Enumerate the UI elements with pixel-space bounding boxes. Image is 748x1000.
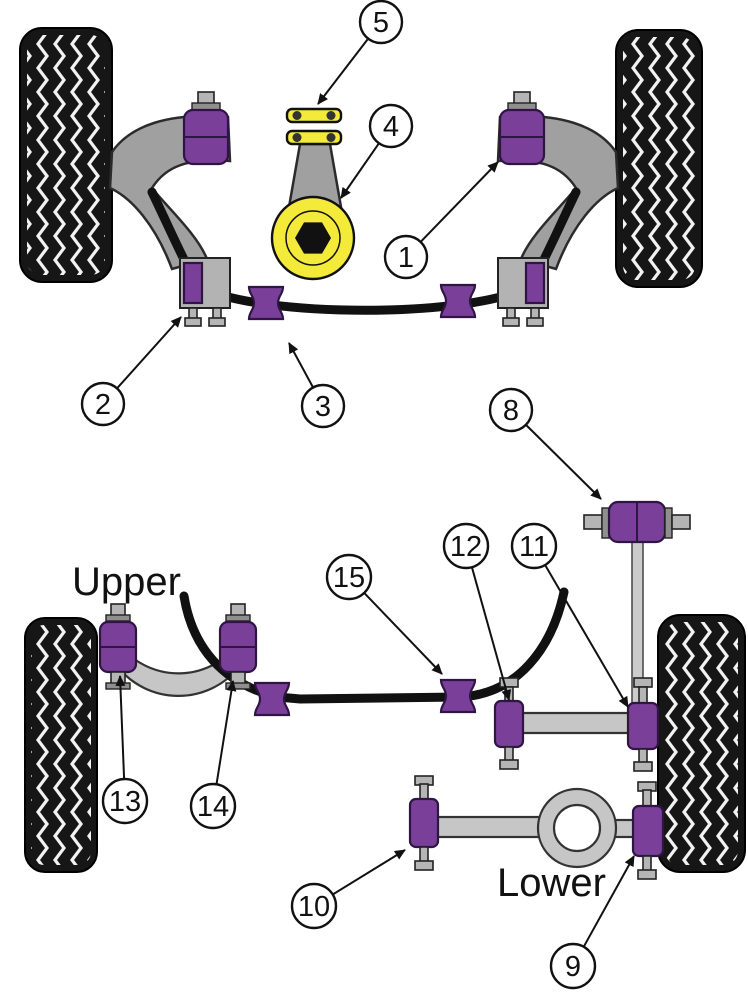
wishbone-bushing-front-left [182,91,230,166]
arb-bushing-rear-right [439,678,477,714]
tire-rear-right [657,614,746,873]
label-upper: Upper [72,560,181,604]
svg-text:10: 10 [298,891,330,923]
rear-link-bushing-right [626,677,660,772]
callout-1: 1 [383,161,499,280]
callout-2: 2 [80,316,182,427]
callout-10: 10 [290,849,406,930]
tire-rear-left [24,617,98,873]
label-lower: Lower [497,861,606,905]
anti-roll-bar-rear [179,587,569,704]
svg-text:8: 8 [503,395,519,427]
svg-text:13: 13 [109,786,141,818]
arb-bushing-front-right [439,283,477,319]
lower-arm-bushing-right [631,781,665,880]
callout-14: 14 [189,680,237,830]
callout-11: 11 [510,522,629,708]
arb-bushing-rear-left [253,681,291,717]
engine-mount [270,195,356,281]
callout-3: 3 [288,342,346,429]
lower-arm-bushing-left [408,775,440,871]
svg-text:12: 12 [450,531,482,563]
svg-text:5: 5 [373,7,389,39]
dogbone-mount-bracket [285,107,343,209]
arb-clamp-bracket-right [497,257,549,327]
callout-8: 8 [488,387,602,500]
callout-15: 15 [325,553,443,675]
arb-bushing-front-left [247,285,285,321]
svg-text:1: 1 [398,242,414,274]
svg-text:9: 9 [565,951,581,983]
tire-front-left [19,27,113,283]
svg-text:11: 11 [519,531,549,563]
svg-text:2: 2 [95,389,111,421]
svg-text:4: 4 [383,111,399,143]
lower-arm-rear [424,787,644,869]
callout-5: 5 [317,0,404,105]
trailing-arm-bushing-assembly [583,500,691,544]
svg-text:3: 3 [315,391,331,423]
callout-12: 12 [442,522,512,701]
svg-text:15: 15 [333,562,365,594]
callout-9: 9 [549,855,635,990]
arb-clamp-bracket-left [179,257,231,327]
wishbone-bushing-front-right [498,91,546,166]
svg-text:14: 14 [197,791,229,823]
callout-4: 4 [340,103,414,199]
callout-13: 13 [101,675,149,825]
tire-front-right [615,29,703,288]
